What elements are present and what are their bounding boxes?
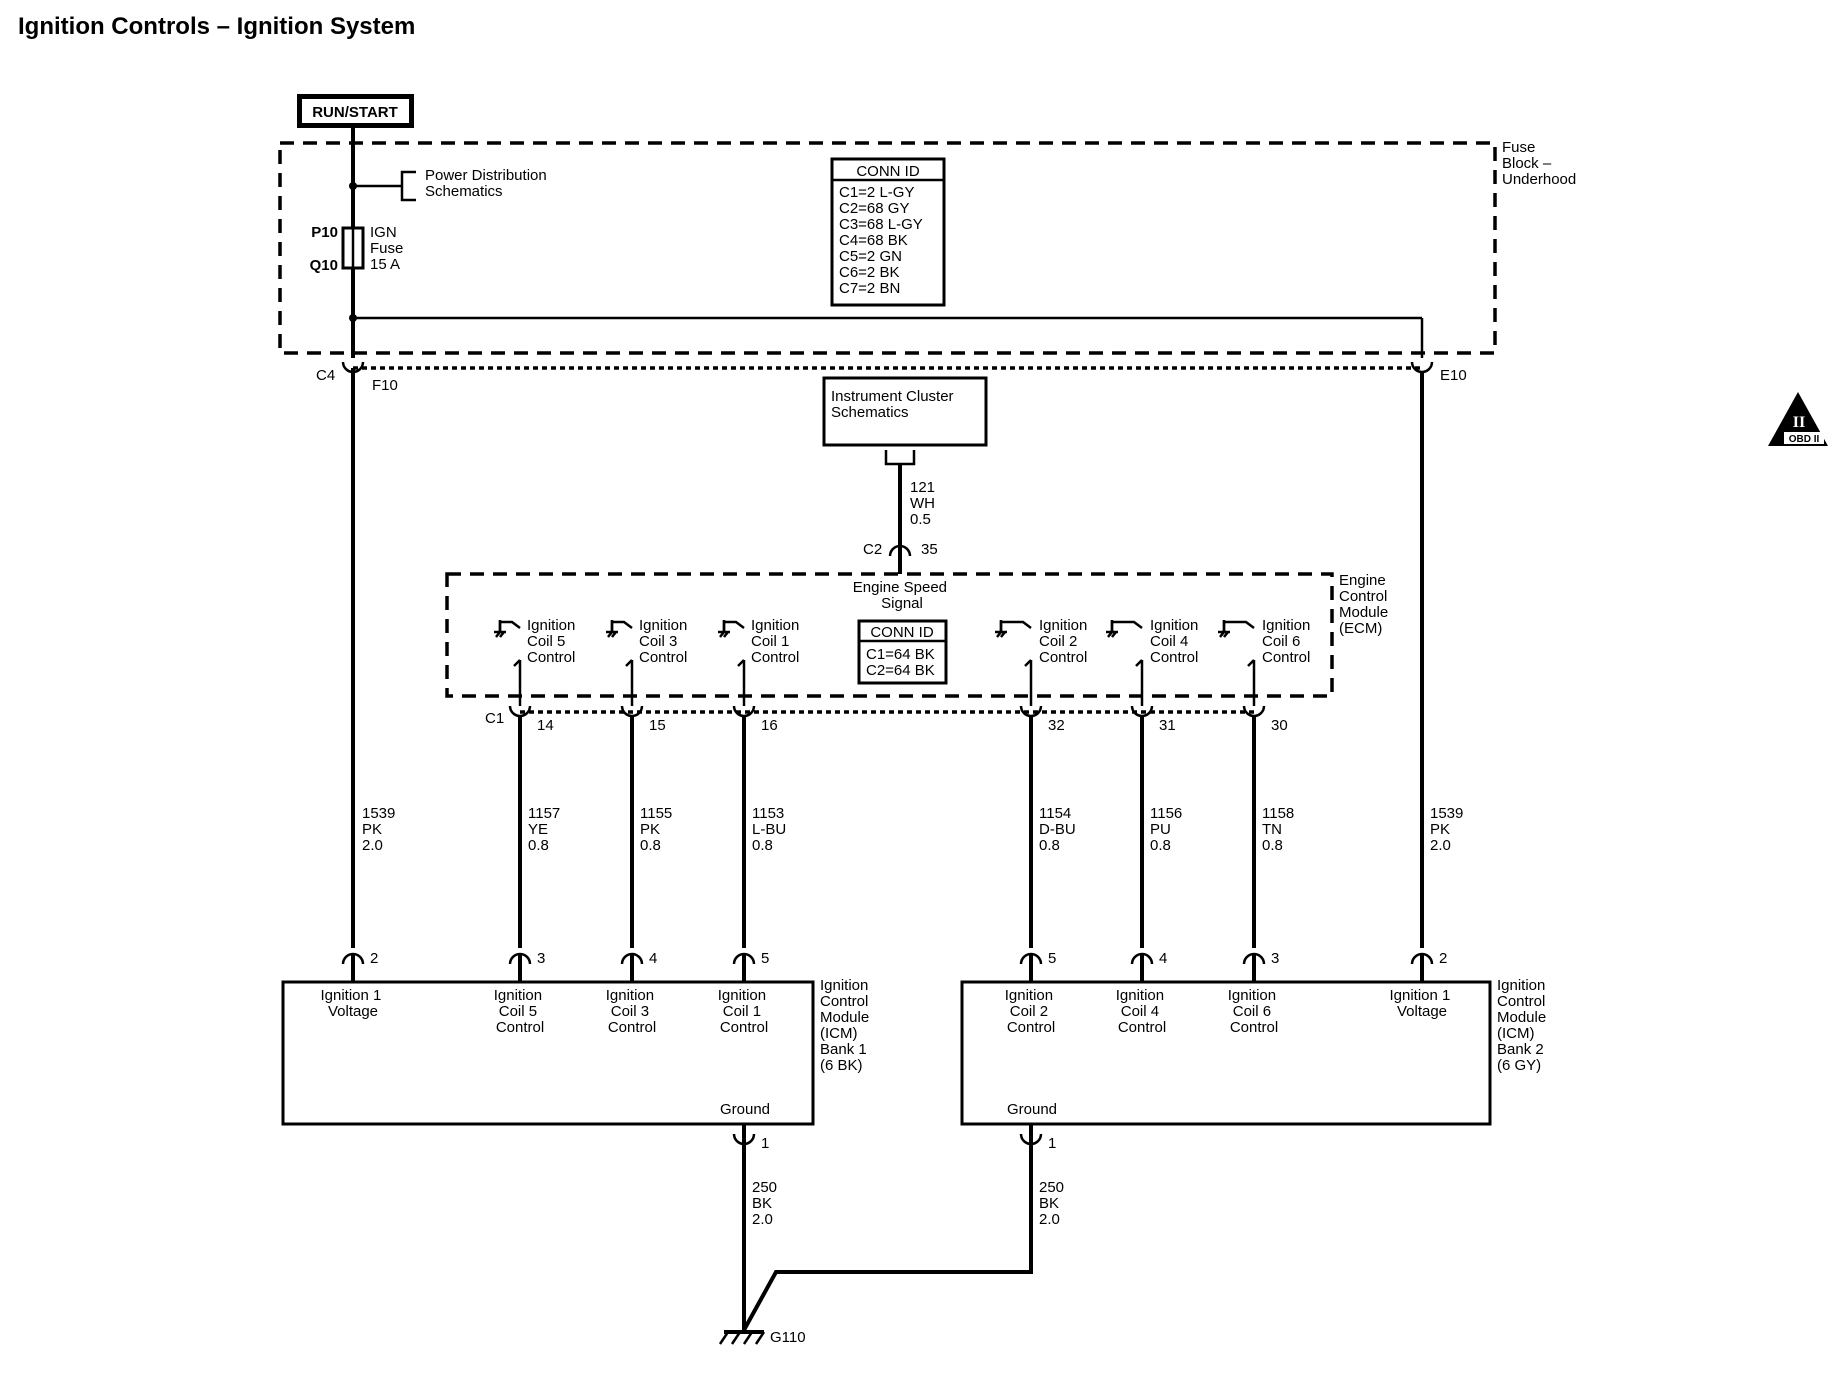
svg-text:OBD II: OBD II xyxy=(1789,434,1820,445)
svg-text:Ignition Coil 1 Co: Ignition Coil 1 Control xyxy=(751,617,804,666)
svg-text:5: 5 xyxy=(1048,950,1056,967)
svg-text:Ignition Coil 2 Co: Ignition Coil 2 Control xyxy=(1005,987,1058,1036)
svg-text:250 BK 2.0: 250 BK 2.0 xyxy=(1039,1179,1068,1228)
svg-text:RUN/START: RUN/START xyxy=(312,104,398,121)
svg-text:Ignition Coil 3 Co: Ignition Coil 3 Control xyxy=(606,987,659,1036)
svg-text:F10: F10 xyxy=(372,377,398,394)
svg-text:Ignition Coil 6 Co: Ignition Coil 6 Control xyxy=(1228,987,1281,1036)
icm-bank1-label: Ignition Control Module (ICM) Bank 1 (6 … xyxy=(820,977,873,1074)
ground-g110: G110 xyxy=(718,1329,806,1346)
svg-text:Ignition Coil 5 Co: Ignition Coil 5 Control xyxy=(494,987,547,1036)
ign-fuse: P10 Q10 IGN Fuse 15 A xyxy=(310,224,408,274)
svg-text:1: 1 xyxy=(1048,1135,1056,1152)
conn-c4-f10: C4 F10 xyxy=(316,361,398,394)
ecm-conn-id: CONN ID C1=64 BK C2=64 BK xyxy=(857,619,948,685)
icm-bank1: Ignition 1 Voltage Ignition Coil 5 Contr… xyxy=(281,980,815,1126)
svg-text:C2: C2 xyxy=(863,541,882,558)
svg-text:Ignition 1 Voltage: Ignition 1 Voltage xyxy=(320,987,385,1020)
svg-text:Ignition Coil 4 Co: Ignition Coil 4 Control xyxy=(1116,987,1169,1036)
svg-text:32: 32 xyxy=(1048,717,1065,734)
svg-text:Ignition 1 Voltage: Ignition 1 Voltage xyxy=(1389,987,1454,1020)
svg-text:15: 15 xyxy=(649,717,666,734)
ground-wire-bank1: 1 250 BK 2.0 xyxy=(732,1124,781,1332)
ecm-channel-coil6: Ignition Coil 6 Control 30 1158 TN 0.8 3 xyxy=(1218,617,1315,982)
diagram-title: Ignition Controls – Ignition System xyxy=(18,13,415,40)
svg-text:C1=64 BK C2=64 BK: C1=64 BK C2=64 BK xyxy=(866,646,939,679)
run-start-box: RUN/START xyxy=(297,94,414,128)
svg-text:Power Distribution Schem: Power Distribution Schematics xyxy=(425,167,551,200)
ecm-outline xyxy=(445,572,1334,698)
svg-text:IGN Fuse 15 A: IGN Fuse 15 A xyxy=(370,224,408,273)
svg-text:Ignition Coil 6 Co: Ignition Coil 6 Control xyxy=(1262,617,1315,666)
svg-text:1155 PK 0.8: 1155 PK 0.8 xyxy=(640,805,676,854)
svg-text:5: 5 xyxy=(761,950,769,967)
svg-text:31: 31 xyxy=(1159,717,1176,734)
svg-text:P10: P10 xyxy=(311,224,338,241)
ecm-label: Engine Control Module (ECM) xyxy=(1339,572,1392,637)
ecm-channel-coil3: Ignition Coil 3 Control 15 1155 PK 0.8 4 xyxy=(606,617,692,982)
svg-text:30: 30 xyxy=(1271,717,1288,734)
fuse-block-label: Fuse Block – Underhood xyxy=(1502,139,1576,188)
svg-text:CONN ID: CONN ID xyxy=(856,163,920,180)
svg-text:4: 4 xyxy=(649,950,657,967)
svg-text:4: 4 xyxy=(1159,950,1167,967)
svg-text:1154 D-BU 0.8: 1154 D-BU 0.8 xyxy=(1039,805,1080,854)
ecm-channel-coil1: Ignition Coil 1 Control 16 1153 L-BU 0.8… xyxy=(718,617,804,982)
conn-c2-35: C2 35 xyxy=(863,541,938,574)
svg-text:35: 35 xyxy=(921,541,938,558)
svg-text:1539 PK 2.0: 1539 PK 2.0 xyxy=(1430,805,1468,854)
svg-text:3: 3 xyxy=(1271,950,1279,967)
feed-wire-right: 1539 PK 2.0 2 xyxy=(1410,372,1468,982)
svg-text:Ignition Coil 5 Co: Ignition Coil 5 Control xyxy=(527,617,580,666)
svg-text:Instrument Cluster Schem: Instrument Cluster Schematics xyxy=(831,388,958,421)
icm-bank2-label: Ignition Control Module (ICM) Bank 2 (6 … xyxy=(1497,977,1550,1074)
svg-text:Ground: Ground xyxy=(720,1101,770,1118)
instrument-cluster-ref: Instrument Cluster Schematics xyxy=(822,376,988,466)
power-distribution-ref: Power Distribution Schematics xyxy=(353,167,551,202)
svg-text:1153 L-BU 0.8: 1153 L-BU 0.8 xyxy=(752,805,790,854)
ecm-bottom-connector-label: C1 xyxy=(485,710,504,727)
svg-text:E10: E10 xyxy=(1440,367,1467,384)
svg-text:1156 PU 0.8: 1156 PU 0.8 xyxy=(1150,805,1186,854)
ecm-channel-coil4: Ignition Coil 4 Control 31 1156 PU 0.8 4 xyxy=(1106,617,1203,982)
svg-text:16: 16 xyxy=(761,717,778,734)
svg-text:C4: C4 xyxy=(316,367,335,384)
svg-text:1158 TN 0.8: 1158 TN 0.8 xyxy=(1262,805,1298,854)
svg-text:G110: G110 xyxy=(770,1329,806,1346)
ecm-channel-coil5: Ignition Coil 5 Control 14 1157 YE 0.8 3 xyxy=(494,617,580,982)
svg-text:Ignition Coil 2 Co: Ignition Coil 2 Control xyxy=(1039,617,1092,666)
svg-text:C1=2 L-GY C2=68 GY: C1=2 L-GY C2=68 GY C3=68 L-GY C4=68 BK C… xyxy=(839,184,927,297)
ground-wire-bank2: 1 250 BK 2.0 xyxy=(742,1124,1068,1331)
obd-ii-icon: OBD II II xyxy=(1768,392,1828,446)
svg-text:1157 YE 0.8: 1157 YE 0.8 xyxy=(528,805,564,854)
svg-text:Ignition Coil 1 Co: Ignition Coil 1 Control xyxy=(718,987,771,1036)
svg-text:2: 2 xyxy=(370,950,378,967)
fuse-block-conn-id: CONN ID C1=2 L-GY C2=68 GY C3=68 L-GY C4… xyxy=(830,157,946,307)
svg-text:CONN ID: CONN ID xyxy=(870,624,934,641)
svg-text:Ignition Coil 4 Co: Ignition Coil 4 Control xyxy=(1150,617,1203,666)
svg-text:Ignition Coil 3 Co: Ignition Coil 3 Control xyxy=(639,617,692,666)
icm-bank2: Ignition Coil 2 Control Ignition Coil 4 … xyxy=(960,980,1492,1126)
svg-text:3: 3 xyxy=(537,950,545,967)
svg-text:250 BK 2.0: 250 BK 2.0 xyxy=(752,1179,781,1228)
engine-speed-signal-label: Engine Speed Signal xyxy=(853,579,951,612)
svg-text:14: 14 xyxy=(537,717,554,734)
svg-text:Ground: Ground xyxy=(1007,1101,1057,1118)
svg-text:1539 PK 2.0: 1539 PK 2.0 xyxy=(362,805,400,854)
svg-text:1: 1 xyxy=(761,1135,769,1152)
svg-text:II: II xyxy=(1793,414,1805,431)
ecm-channel-coil2: Ignition Coil 2 Control 32 1154 D-BU 0.8… xyxy=(995,617,1092,982)
svg-text:2: 2 xyxy=(1439,950,1447,967)
svg-text:Q10: Q10 xyxy=(310,257,338,274)
feed-wire-left: 1539 PK 2.0 2 xyxy=(341,368,400,982)
engine-speed-wire-label: 121 WH 0.5 xyxy=(910,479,939,528)
fuse-block-outline xyxy=(278,141,1497,355)
